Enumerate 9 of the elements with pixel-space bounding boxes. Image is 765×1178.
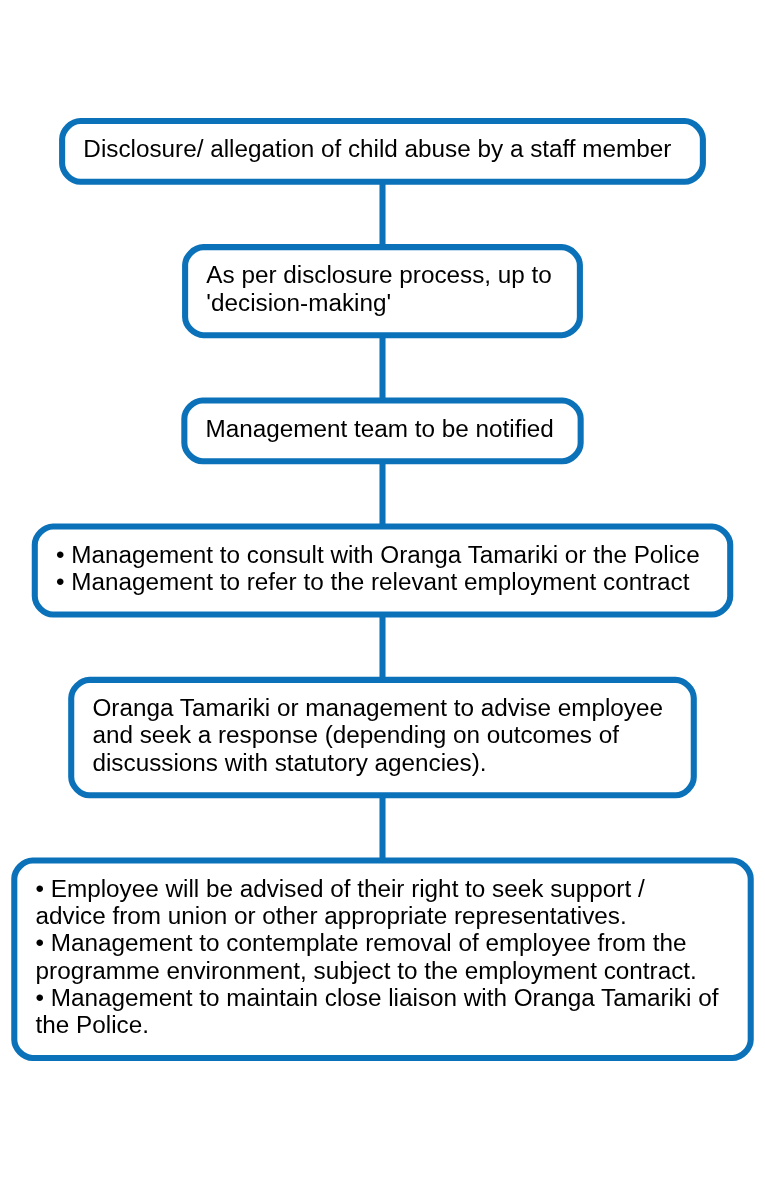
connector	[379, 614, 386, 679]
node-box: Disclosure/ allegation of child abuse by a staff member	[59, 117, 706, 185]
node-box: As per disclosure process, up to 'decision-making'	[182, 243, 583, 338]
node-box: Oranga Tamariki or management to advise employee and seek a response (depending on outcomes of discussions with statutory agencies).	[68, 676, 697, 798]
node-box: • Employee will be advised of their right to seek support / advice from union or other appropriate representatives. • Management to contemplate removal of employee from the programme environment, subject to the employment contract. • Management to maintain close liaison with Oranga Tamariki of the Police.	[11, 857, 754, 1061]
node-box: Management team to be notified	[181, 396, 584, 464]
node-box: • Management to consult with Oranga Tamariki or the Police • Management to refer to the relevant employment contract	[31, 522, 734, 618]
connector	[379, 181, 386, 247]
connector	[379, 335, 386, 400]
